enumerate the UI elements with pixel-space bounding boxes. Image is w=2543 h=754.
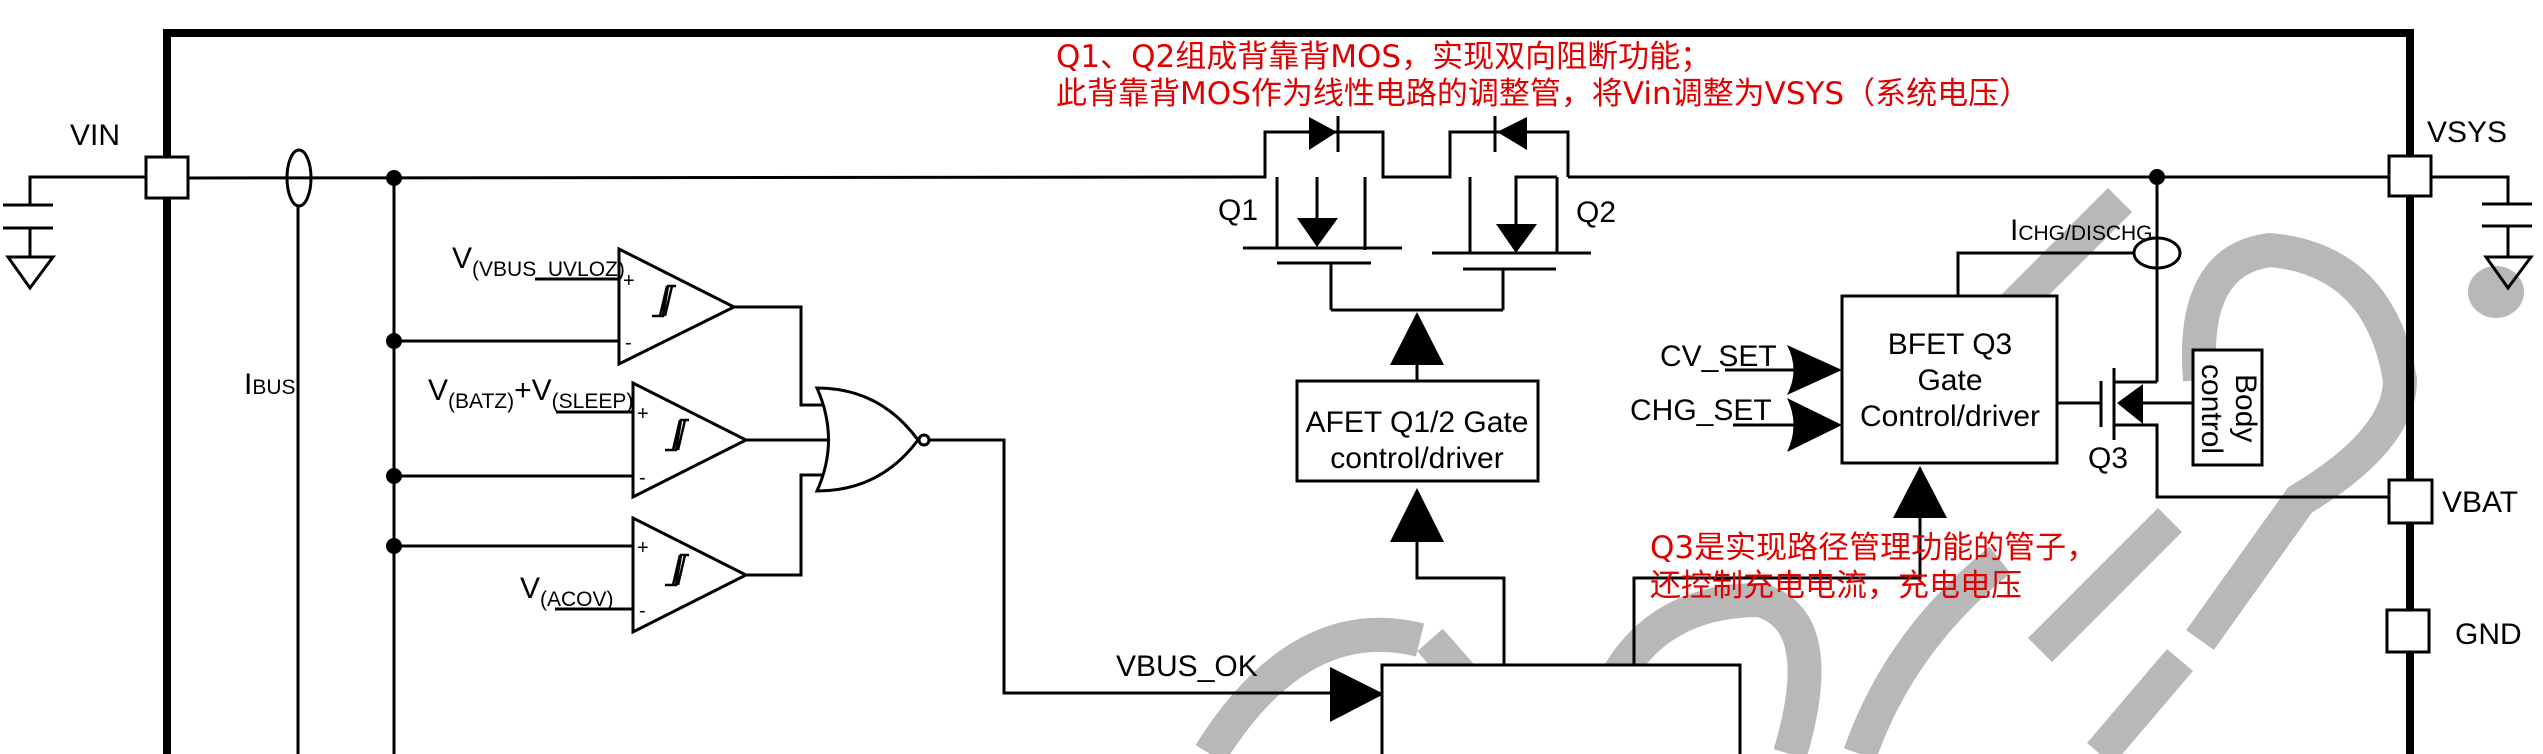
vsys-output-capacitor: [2431, 175, 2534, 291]
body-control-line2: control: [2195, 364, 2228, 454]
ichg-label: ICHG/DISCHG: [2010, 214, 2153, 247]
watermark-dot: [2468, 266, 2524, 318]
vbat-pin-pad: [2387, 478, 2434, 525]
nor-gate: [814, 386, 931, 493]
main-control-block: [1380, 663, 1742, 754]
mosfet-body-arrow-icon: [2117, 384, 2143, 424]
gnd-pin-pad: [2385, 608, 2431, 654]
vbat-pin-label: VBAT: [2442, 486, 2518, 519]
comparator-vbus-uvloz: + - V(VBUS_UVLOZ): [394, 242, 738, 367]
comparator-output-wire: [734, 305, 826, 407]
vbus-ok-wire: [929, 438, 1332, 695]
watermark-stroke-6: [2181, 232, 2418, 650]
svg-text:+: +: [637, 403, 649, 425]
annotation-q3-line2: 还控制充电电流，充电电压: [1650, 568, 2022, 604]
ibus-label: IBUS: [244, 368, 296, 401]
watermark-stroke-7: [2027, 507, 2183, 663]
junction-dot: [386, 170, 402, 186]
mosfet-arrow-icon: [1297, 218, 1338, 247]
ichg-sense-wire: [1956, 251, 2134, 296]
hysteresis-icon: [652, 284, 676, 318]
ground-icon: [2483, 255, 2534, 291]
bfet-enable-arrow-icon: [1893, 466, 1947, 518]
chg-set-arrow-icon: [1787, 398, 1842, 452]
bfet-block-line1: BFET Q3: [1888, 328, 2012, 361]
watermark-stroke-4: [1843, 546, 2011, 754]
vsys-pin-pad: [2387, 154, 2433, 198]
q1-label: Q1: [1218, 194, 1258, 227]
annotation-top-line1: Q1、Q2组成背靠背MOS，实现双向阻断功能；: [1056, 39, 1711, 75]
afet-enable-arrow-icon: [1390, 488, 1444, 542]
cv-set-label: CV_SET: [1660, 340, 1777, 373]
ichg-current-sense-icon: [2132, 236, 2182, 270]
mosfet-arrow-icon: [1496, 224, 1537, 253]
watermark-stroke-1: [1195, 617, 1425, 754]
vin-pin-label: VIN: [70, 119, 120, 152]
q2-mosfet: [1402, 116, 1591, 310]
afet-enable-wire: [1415, 542, 1506, 665]
nor-inverter-bubble: [917, 433, 931, 447]
body-diode-icon: [1309, 117, 1337, 150]
bfet-enable-wire: [1632, 518, 1922, 665]
afet-block-line2: control/driver: [1330, 442, 1503, 475]
vin-bus-wire: [187, 175, 1244, 180]
bfet-driver-block: [1840, 294, 2059, 465]
body-control-block: [2191, 348, 2264, 467]
body-diode-icon: [1497, 117, 1527, 150]
q3-label: Q3: [2088, 442, 2128, 475]
comparator-ref-label: V(VBUS_UVLOZ): [452, 242, 625, 281]
svg-text:-: -: [639, 467, 646, 489]
vbus-ok-label: VBUS_OK: [1116, 650, 1258, 683]
svg-text:-: -: [625, 332, 632, 354]
afet-gate-arrow-icon: [1390, 312, 1444, 365]
body-control-line1: Body: [2229, 374, 2262, 442]
vin-pin-pad: [144, 155, 190, 200]
svg-text:-: -: [639, 600, 646, 622]
comparator-output-wire: [746, 473, 826, 577]
q2-label: Q2: [1576, 196, 1616, 229]
hysteresis-icon: [665, 553, 689, 587]
vin-input-capacitor: [3, 175, 145, 291]
gnd-pin-label: GND: [2455, 618, 2522, 651]
comparator-ref-label: V(ACOV): [520, 572, 614, 611]
svg-text:+: +: [637, 537, 649, 559]
q1-mosfet: [1243, 116, 1402, 310]
bfet-block-line3: Control/driver: [1860, 400, 2040, 433]
ic-outline: [163, 29, 2414, 754]
hysteresis-icon: [665, 418, 689, 452]
afet-block-line1: AFET Q1/2 Gate: [1306, 406, 1529, 439]
svg-text:+: +: [623, 270, 635, 292]
comparator-batz-sleep: + - V(BATZ)+V(SLEEP): [394, 374, 750, 500]
comparator-ref-label: V(BATZ)+V(SLEEP): [428, 374, 633, 413]
bfet-block-line2: Gate: [1917, 364, 1982, 397]
comparator-acov: + - V(ACOV): [394, 515, 750, 635]
annotation-q3-line1: Q3是实现路径管理功能的管子，: [1650, 530, 2097, 566]
vsys-pin-label: VSYS: [2427, 116, 2507, 149]
vbus-ok-arrow-icon: [1330, 667, 1384, 722]
q3-mosfet: [2057, 368, 2389, 499]
watermark-stroke-8: [2087, 648, 2193, 754]
ground-icon: [5, 255, 56, 291]
annotation-top-line2: 此背靠背MOS作为线性电路的调整管，将Vin调整为VSYS（系统电压）: [1056, 76, 2030, 112]
afet-driver-block: [1295, 379, 1540, 483]
chg-set-label: CHG_SET: [1630, 394, 1772, 427]
cv-set-arrow-icon: [1787, 345, 1842, 395]
